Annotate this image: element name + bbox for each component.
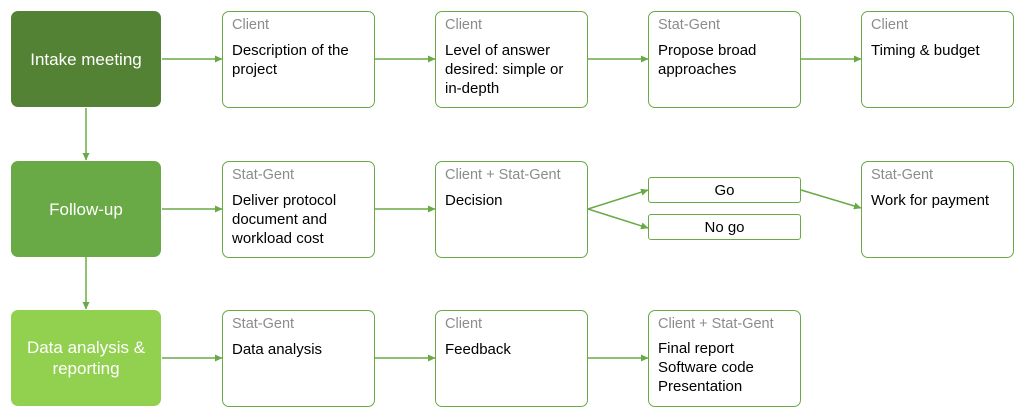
step-timing-budget: Client Timing & budget bbox=[861, 11, 1014, 108]
arrow-go-to-payment bbox=[800, 189, 862, 210]
step-text: Propose broad approaches bbox=[658, 42, 757, 78]
step-text: Timing & budget bbox=[871, 42, 980, 59]
step-final-deliverables: Client + Stat-Gent Final report Software… bbox=[648, 310, 801, 407]
phase-intake-meeting: Intake meeting bbox=[11, 11, 161, 107]
step-level-of-answer: Client Level of answer desired: simple o… bbox=[435, 11, 588, 108]
step-propose-approaches: Stat-Gent Propose broad approaches bbox=[648, 11, 801, 108]
step-role: Client + Stat-Gent bbox=[658, 316, 774, 332]
step-feedback: Client Feedback bbox=[435, 310, 588, 407]
arrow-decision-to-nogo bbox=[587, 208, 649, 230]
step-role: Stat-Gent bbox=[871, 167, 934, 183]
step-role: Client bbox=[232, 17, 270, 33]
step-role: Stat-Gent bbox=[232, 316, 295, 332]
step-role: Client bbox=[445, 17, 483, 33]
phase-data-analysis-reporting: Data analysis & reporting bbox=[11, 310, 161, 406]
step-data-analysis: Stat-Gent Data analysis bbox=[222, 310, 375, 407]
step-text: Work for payment bbox=[871, 192, 990, 209]
step-role: Client bbox=[445, 316, 483, 332]
step-decision: Client + Stat-Gent Decision bbox=[435, 161, 588, 258]
step-text: Final report Software code Presentation bbox=[658, 340, 754, 395]
step-role: Client bbox=[871, 17, 909, 33]
step-role: Stat-Gent bbox=[658, 17, 721, 33]
step-text: Description of the project bbox=[232, 42, 349, 78]
step-text: Data analysis bbox=[232, 341, 323, 358]
phase-follow-up: Follow-up bbox=[11, 161, 161, 257]
option-go: Go bbox=[648, 177, 801, 203]
step-text: Decision bbox=[445, 192, 503, 209]
arrow-decision-to-go bbox=[587, 188, 649, 210]
step-work-for-payment: Stat-Gent Work for payment bbox=[861, 161, 1014, 258]
step-description-of-project: Client Description of the project bbox=[222, 11, 375, 108]
step-text: Deliver protocol document and workload c… bbox=[232, 192, 337, 247]
step-text: Level of answer desired: simple or in-de… bbox=[445, 42, 564, 97]
step-deliver-protocol: Stat-Gent Deliver protocol document and … bbox=[222, 161, 375, 258]
step-role: Client + Stat-Gent bbox=[445, 167, 561, 183]
step-text: Feedback bbox=[445, 341, 511, 358]
step-role: Stat-Gent bbox=[232, 167, 295, 183]
option-no-go: No go bbox=[648, 214, 801, 240]
